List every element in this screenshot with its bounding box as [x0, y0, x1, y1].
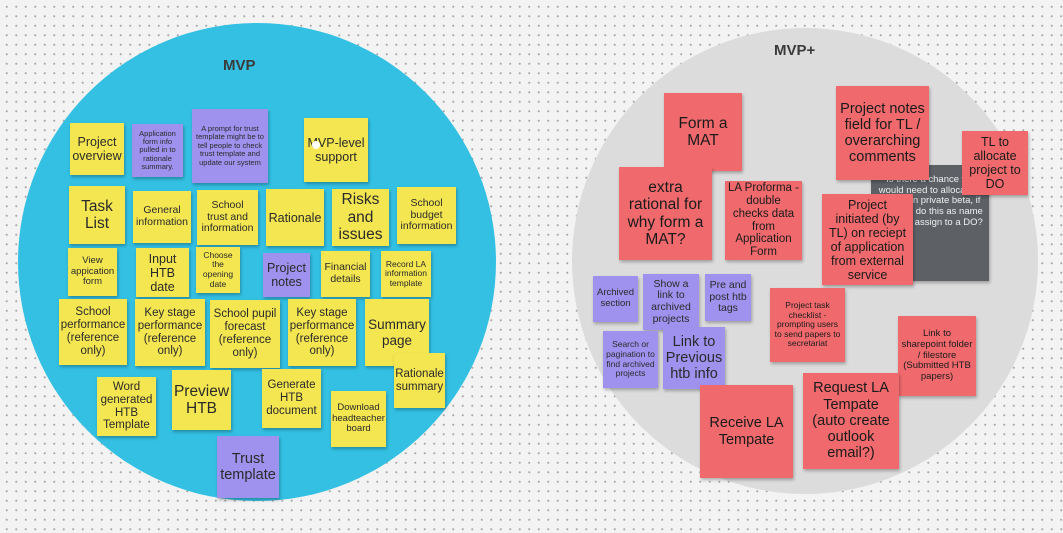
sticky-note[interactable]: Financial details	[321, 251, 370, 297]
sticky-note[interactable]: Rationale	[266, 189, 324, 246]
cursor-dot	[312, 141, 320, 149]
sticky-note[interactable]: Form a MAT	[664, 93, 742, 171]
sticky-note[interactable]: Project notes field for TL / overarching…	[836, 86, 929, 180]
sticky-note[interactable]: School budget information	[397, 187, 456, 244]
sticky-note[interactable]: LA Proforma - double checks data from Ap…	[725, 181, 802, 260]
sticky-note[interactable]: Preview HTB	[172, 370, 231, 430]
sticky-note[interactable]: School performance (reference only)	[59, 299, 127, 365]
sticky-note[interactable]: Input HTB date	[136, 248, 189, 297]
sticky-note[interactable]: Risks and issues	[332, 189, 389, 246]
sticky-note[interactable]: Request LA Tempate (auto create outlook …	[803, 373, 899, 469]
sticky-note[interactable]: Archived section	[593, 276, 638, 322]
sticky-note[interactable]: Link to Previous htb info	[663, 327, 725, 389]
sticky-note[interactable]: Trust template	[217, 436, 279, 498]
sticky-note[interactable]: School pupil forecast (reference only)	[210, 300, 280, 368]
sticky-note[interactable]: Project overview	[70, 123, 124, 175]
sticky-note[interactable]: Project initiated (by TL) on reciept of …	[822, 194, 913, 285]
sticky-note[interactable]: A prompt for trust template might be to …	[192, 109, 268, 183]
sticky-note[interactable]: General information	[133, 191, 191, 243]
sticky-note[interactable]: Word generated HTB Template	[97, 377, 156, 436]
sticky-note[interactable]: View appication form	[68, 248, 117, 296]
sticky-note[interactable]: Project notes	[263, 253, 310, 297]
mvp-title: MVP	[223, 57, 256, 74]
sticky-note[interactable]: Generate HTB document	[262, 369, 321, 428]
sticky-note[interactable]: Pre and post htb tags	[705, 274, 751, 321]
sticky-note[interactable]: Search or pagination to find archived pr…	[603, 331, 658, 388]
sticky-note[interactable]: Download headteacher board	[331, 391, 386, 447]
sticky-note[interactable]: TL to allocate project to DO	[962, 131, 1028, 195]
sticky-note[interactable]: Key stage performance (reference only)	[135, 299, 205, 366]
sticky-note[interactable]: Application form info pulled in to ratio…	[132, 124, 183, 177]
sticky-note[interactable]: Choose the opening date	[196, 247, 240, 293]
sticky-note[interactable]: Show a link to archived projects	[643, 274, 699, 330]
sticky-note[interactable]: Project task checklist - prompting users…	[770, 288, 845, 362]
sticky-note[interactable]: School trust and information	[197, 190, 258, 245]
sticky-note[interactable]: Rationale summary	[394, 353, 445, 408]
mvp-plus-title: MVP+	[774, 42, 816, 59]
sticky-note[interactable]: Task List	[69, 186, 125, 244]
sticky-note[interactable]: MVP-level support	[304, 118, 368, 182]
sticky-note[interactable]: Key stage performance (reference only)	[288, 299, 356, 366]
sticky-note[interactable]: Link to sharepoint folder / filestore (S…	[898, 316, 976, 396]
sticky-note[interactable]: Receive LA Tempate	[700, 385, 793, 478]
sticky-note[interactable]: extra rational for why form a MAT?	[619, 167, 712, 260]
sticky-note[interactable]: Record LA information template	[381, 251, 431, 297]
